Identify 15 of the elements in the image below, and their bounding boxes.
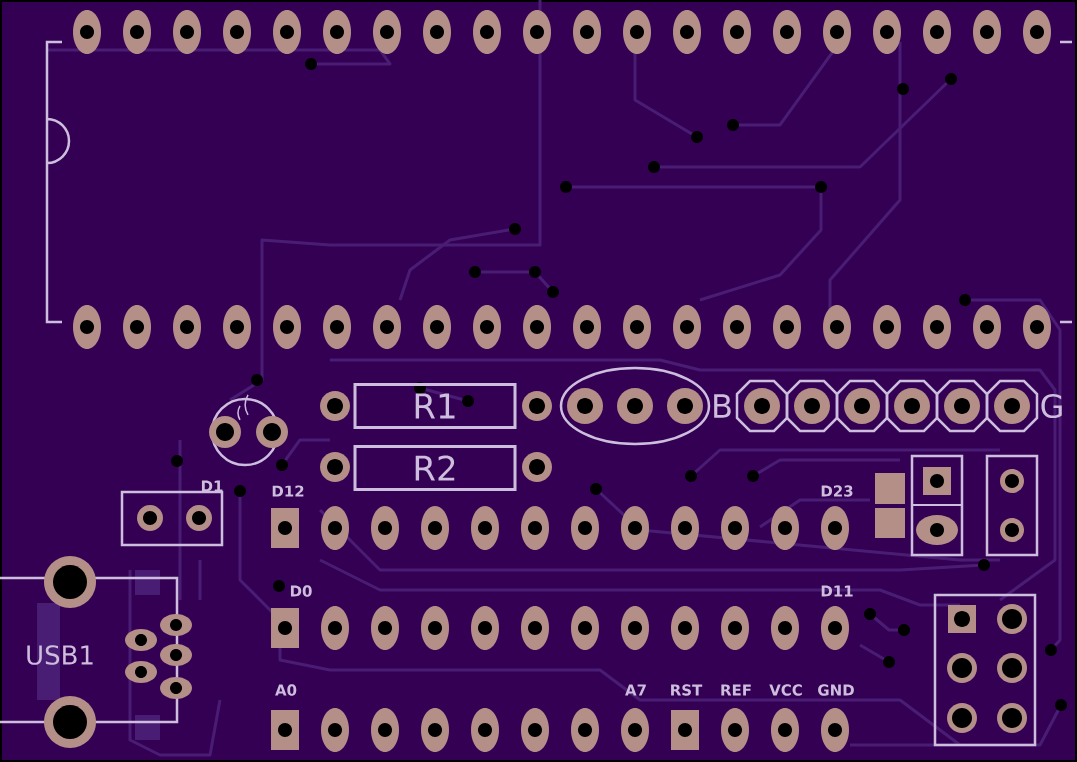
silkscreen-label: B (714, 394, 731, 418)
silkscreen-label: D0 (290, 585, 312, 597)
resistor-outline: R2 (353, 445, 517, 491)
resistor-outline: R1 (353, 383, 517, 429)
silkscreen-label: GND (818, 684, 854, 696)
silkscreen-label: A0 (275, 684, 297, 696)
silkscreen-label: RST (671, 684, 703, 696)
silkscreen-label: D12 (272, 485, 304, 497)
silkscreen-label: D23 (821, 485, 853, 497)
silkscreen-label: USB1 (27, 645, 93, 665)
silkscreen-label: G (1041, 393, 1062, 419)
silkscreen-label: VCC (769, 684, 802, 696)
silkscreen-label: REF (721, 684, 751, 696)
silkscreen-label: A7 (625, 684, 646, 696)
silkscreen-label: D11 (821, 585, 853, 597)
